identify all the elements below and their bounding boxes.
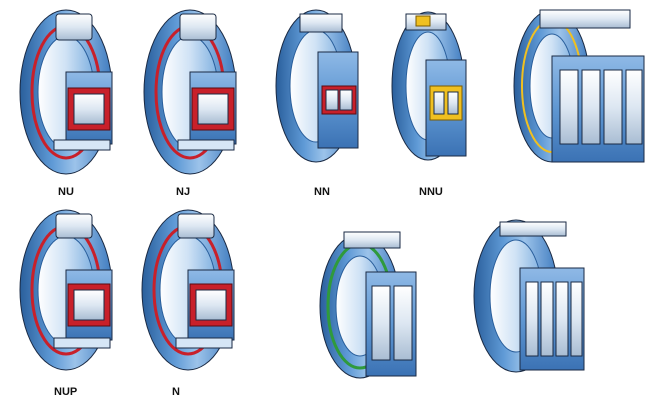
label-nup: NUP [54,386,78,398]
bearing-n [141,209,235,371]
bearing-double-row-green [319,231,417,379]
bearing-nu [19,9,113,175]
label-nn: NN [314,186,330,198]
label-nj: NJ [176,186,191,198]
label-nu: NU [58,186,74,198]
bearing-nn [275,9,359,163]
bearing-nnu [391,11,467,161]
label-n: N [172,386,180,398]
bearing-nj [143,9,237,175]
bearing-four-row-top [513,9,645,163]
bearing-four-row-bottom [473,219,585,373]
label-nnu: NNU [419,186,443,198]
bearing-nup [19,209,113,371]
